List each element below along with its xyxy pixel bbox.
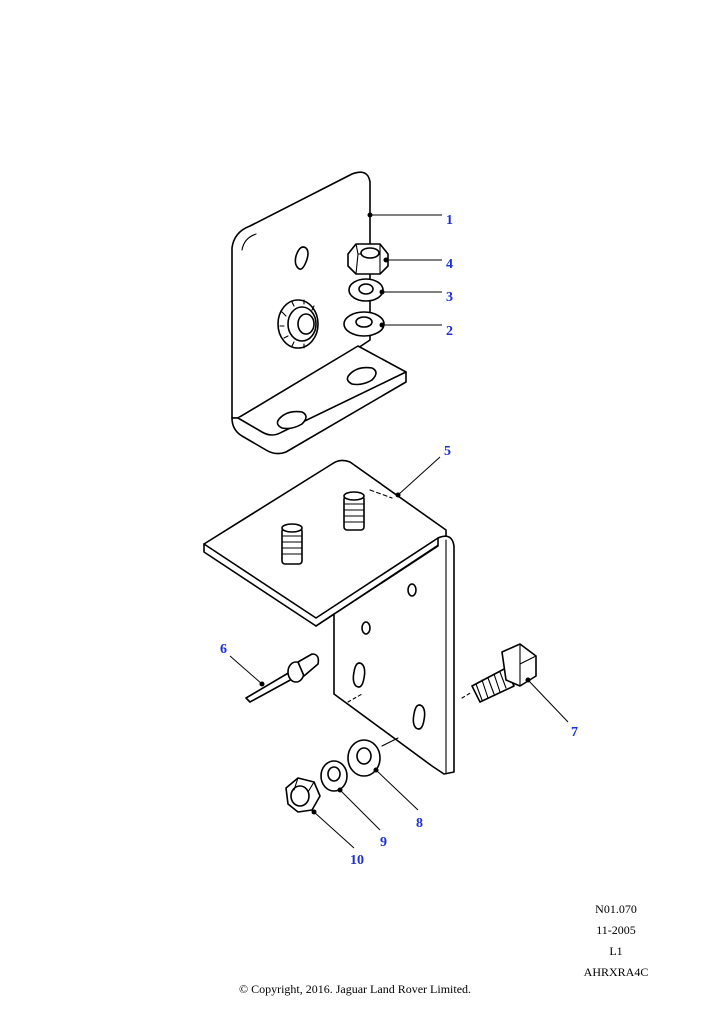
nut-part-10 [285, 777, 321, 813]
callout-label-5: 5 [444, 444, 451, 459]
callout-label-2: 2 [446, 324, 453, 339]
callout-5: 5 [395, 444, 451, 498]
callout-label-4: 4 [446, 257, 453, 272]
callout-label-3: 3 [446, 290, 453, 305]
revision-date: 11-2005 [596, 923, 636, 937]
washer-part-2 [343, 311, 385, 337]
callout-10: 10 [311, 809, 364, 868]
callout-1: 1 [367, 212, 453, 228]
callout-label-8: 8 [416, 816, 423, 831]
copyright-notice: © Copyright, 2016. Jaguar Land Rover Lim… [238, 982, 472, 996]
callout-4: 4 [383, 257, 453, 272]
spring-washer-part-9 [320, 760, 348, 792]
bolt-part-7 [461, 643, 537, 703]
callout-8: 8 [373, 767, 423, 831]
callout-label-9: 9 [380, 835, 387, 850]
stud-right [343, 491, 365, 531]
level-code: L1 [609, 944, 623, 958]
reference-number: N01.070 [595, 902, 637, 916]
callout-label-6: 6 [220, 642, 227, 657]
callout-3: 3 [379, 289, 453, 305]
callout-label-7: 7 [571, 725, 578, 740]
illustration-code: AHRXRA4C [583, 965, 649, 979]
upper-bracket [231, 171, 407, 455]
nut-part-4 [347, 243, 389, 275]
callout-label-1: 1 [446, 213, 453, 228]
callout-9: 9 [337, 787, 387, 850]
washer-part-3 [348, 278, 384, 302]
callout-7: 7 [525, 677, 578, 740]
washer-part-8 [347, 737, 399, 777]
lower-bracket [203, 459, 455, 775]
stud-left [281, 523, 303, 565]
callout-6: 6 [220, 642, 265, 687]
rivet-part-6 [245, 653, 363, 703]
callout-2: 2 [379, 322, 453, 339]
callout-label-10: 10 [350, 853, 364, 868]
